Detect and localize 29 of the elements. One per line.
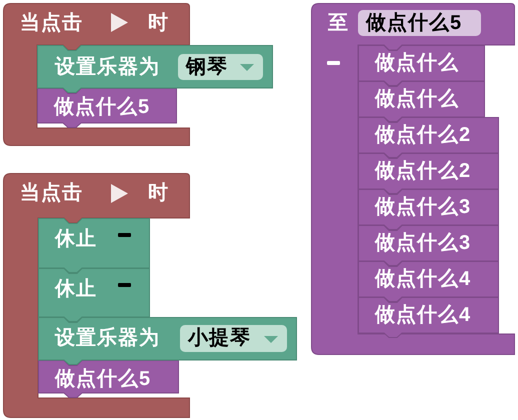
block-label: 时 — [148, 181, 169, 205]
procedure-definition-block — [311, 3, 515, 355]
instrument-block — [37, 45, 273, 93]
procedure-call-block — [37, 88, 177, 128]
block-label: 时 — [148, 11, 169, 35]
name-field: 做点什么5 — [358, 10, 481, 36]
rest-block — [38, 268, 150, 322]
procedure-call-block — [38, 360, 179, 398]
block-label: 做点什么5 — [55, 367, 152, 391]
dropdown-field: 小提琴 — [180, 325, 287, 352]
block-label: 做点什么 — [375, 87, 459, 111]
block-label: 休止 — [55, 277, 97, 301]
rest-block — [38, 218, 150, 273]
block-label: 做点什么2 — [375, 159, 472, 183]
block-label: 至 — [328, 11, 349, 35]
block-label: 做点什么3 — [375, 231, 472, 255]
block-label: 做点什么5 — [54, 95, 150, 119]
block-label: 做点什么3 — [375, 195, 472, 219]
block-label: 做点什么4 — [375, 303, 472, 327]
block-label: 设置乐器为 — [55, 55, 160, 79]
instrument-block — [38, 317, 297, 365]
block-label: 做点什么2 — [375, 123, 472, 147]
block-label: 做点什么 — [375, 51, 459, 75]
block-label: 当点击 — [20, 11, 83, 35]
block-label: 设置乐器为 — [55, 326, 160, 350]
block-label: 做点什么4 — [375, 267, 472, 291]
block-label: 休止 — [55, 227, 97, 251]
dropdown-field: 钢琴 — [178, 54, 263, 80]
block-label: 当点击 — [20, 181, 83, 205]
